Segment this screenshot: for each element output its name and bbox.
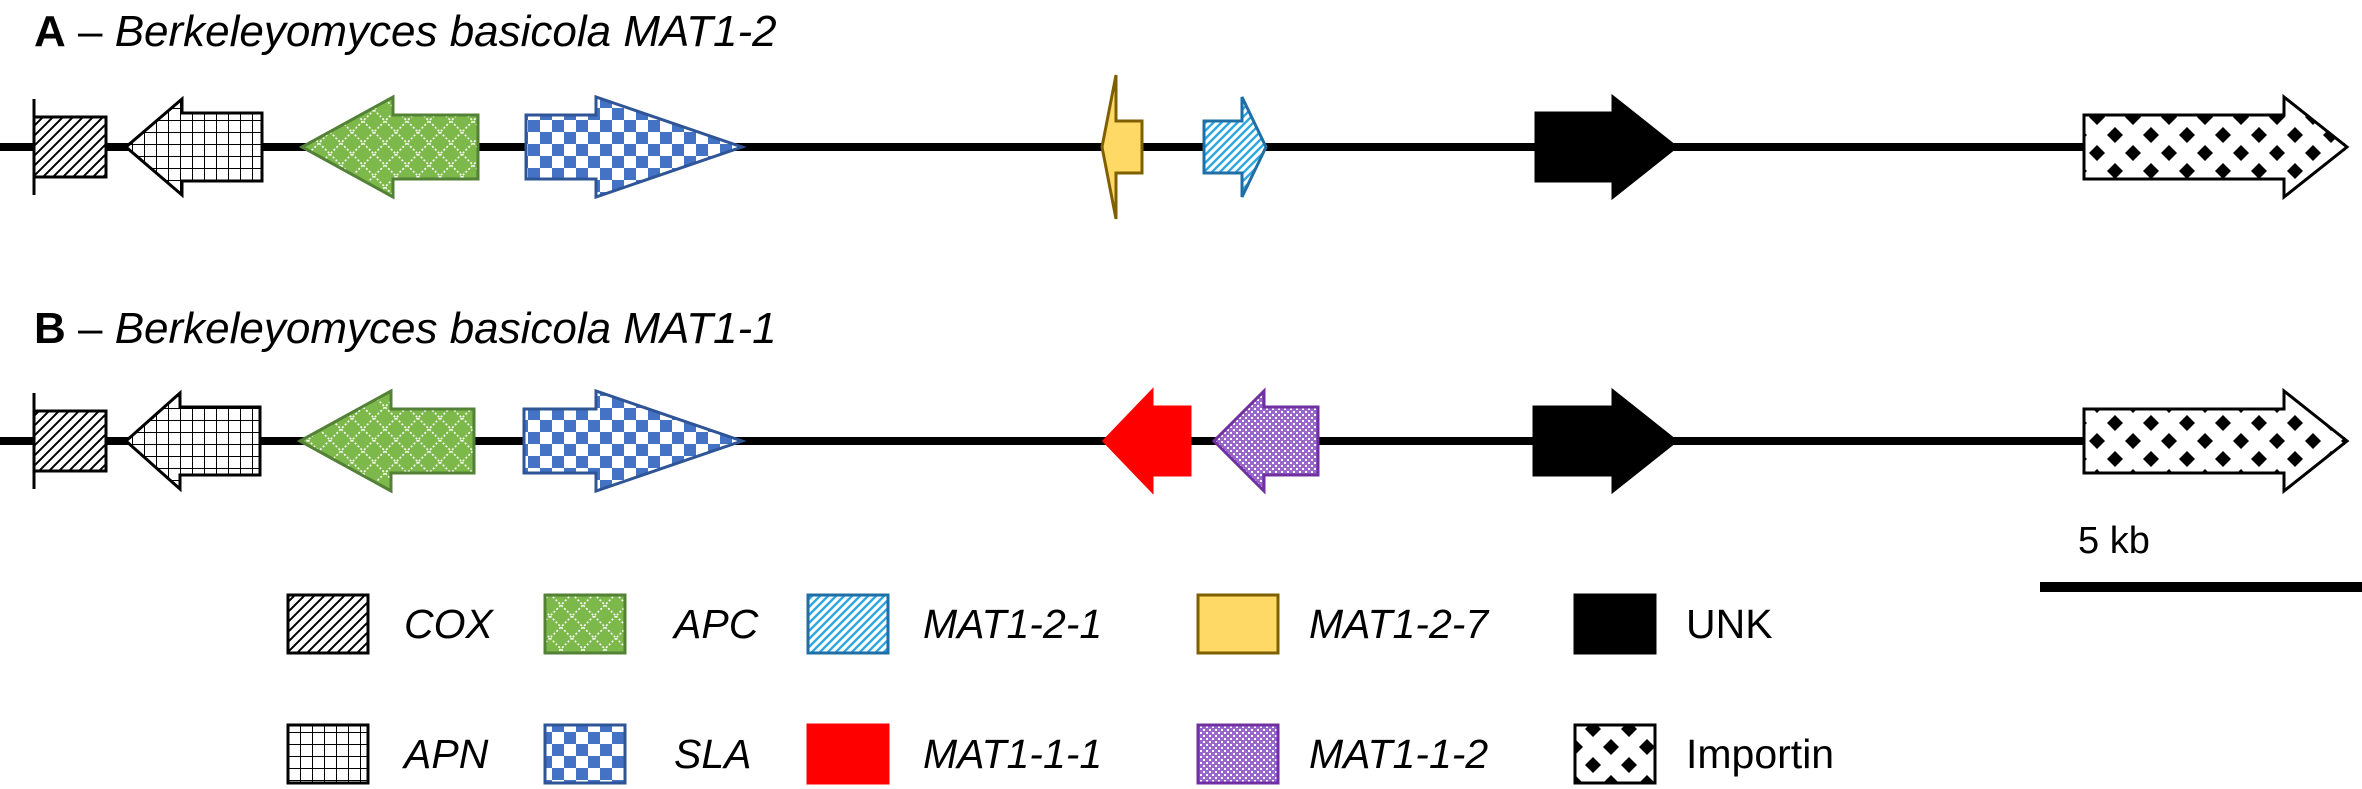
panel-b-gene-cox-arrow bbox=[32, 393, 108, 489]
legend-swatch-importin bbox=[1573, 723, 1657, 785]
legend-swatch-mat1-1-2 bbox=[1196, 723, 1280, 785]
panel-a-gene-sla-arrow bbox=[524, 94, 747, 200]
legend-label-sla: SLA bbox=[674, 731, 752, 777]
panel-b-gene-mat1-1-1-arrow bbox=[1101, 387, 1192, 495]
panel-a-gene-track bbox=[32, 74, 2350, 220]
panel-a-title: A – Berkeleyomyces basicola MAT1-2 bbox=[34, 7, 777, 56]
panel-b-gene-apn-arrow bbox=[123, 389, 262, 493]
panel-a-gene-apn-arrow bbox=[123, 95, 264, 199]
legend-swatch-unk bbox=[1573, 593, 1657, 655]
panel-a-gene-importin-arrow bbox=[2082, 93, 2350, 201]
legend-swatch-cox bbox=[286, 593, 370, 655]
panel-a-dash: – bbox=[66, 7, 115, 56]
panel-b-letter: B bbox=[34, 304, 66, 353]
legend-label-mat1-1-1: MAT1-1-1 bbox=[923, 731, 1102, 777]
panel-a-gene-mat1-2-1-arrow bbox=[1202, 96, 1268, 198]
legend-label-mat1-2-7: MAT1-2-7 bbox=[1309, 601, 1490, 647]
legend: COX APC MAT1-2-1 MAT1-2-7 UNK APN SLA MAT1-1-1 M… bbox=[286, 593, 1834, 785]
panel-b-gene-importin-arrow bbox=[2082, 387, 2350, 495]
panel-b-gene-mat1-1-2-arrow bbox=[1211, 387, 1320, 495]
panel-b-dash: – bbox=[66, 304, 115, 353]
panel-b-organism: Berkeleyomyces basicola MAT1-1 bbox=[115, 304, 777, 353]
legend-label-importin: Importin bbox=[1686, 731, 1834, 777]
panel-b-gene-apc-arrow bbox=[296, 388, 476, 494]
panel-a-gene-mat1-2-7-arrow bbox=[1100, 74, 1144, 220]
legend-label-mat1-1-2: MAT1-1-2 bbox=[1309, 731, 1488, 777]
panel-b-gene-sla-arrow bbox=[522, 388, 747, 494]
legend-swatch-sla bbox=[543, 723, 627, 785]
legend-swatch-apn bbox=[286, 723, 370, 785]
panel-b-title: B – Berkeleyomyces basicola MAT1-1 bbox=[34, 304, 777, 353]
panel-a-letter: A bbox=[34, 7, 66, 56]
panel-a-gene-apc-arrow bbox=[298, 94, 480, 200]
panel-b-gene-unk-arrow bbox=[1532, 387, 1679, 495]
panel-a-gene-cox-arrow bbox=[32, 99, 108, 195]
legend-swatch-apc bbox=[543, 593, 627, 655]
legend-label-apc: APC bbox=[671, 601, 759, 647]
legend-label-apn: APN bbox=[401, 731, 489, 777]
panel-a-gene-unk-arrow bbox=[1534, 93, 1679, 201]
legend-swatch-mat1-1-1 bbox=[806, 723, 890, 785]
legend-label-unk: UNK bbox=[1686, 601, 1773, 647]
legend-swatch-mat1-2-7 bbox=[1196, 593, 1280, 655]
legend-label-mat1-2-1: MAT1-2-1 bbox=[923, 601, 1102, 647]
panel-b-gene-track bbox=[32, 387, 2350, 495]
legend-swatch-mat1-2-1 bbox=[806, 593, 890, 655]
legend-label-cox: COX bbox=[404, 601, 495, 647]
panel-a-organism: Berkeleyomyces basicola MAT1-2 bbox=[115, 7, 777, 56]
scale-bar-label: 5 kb bbox=[2078, 520, 2150, 562]
